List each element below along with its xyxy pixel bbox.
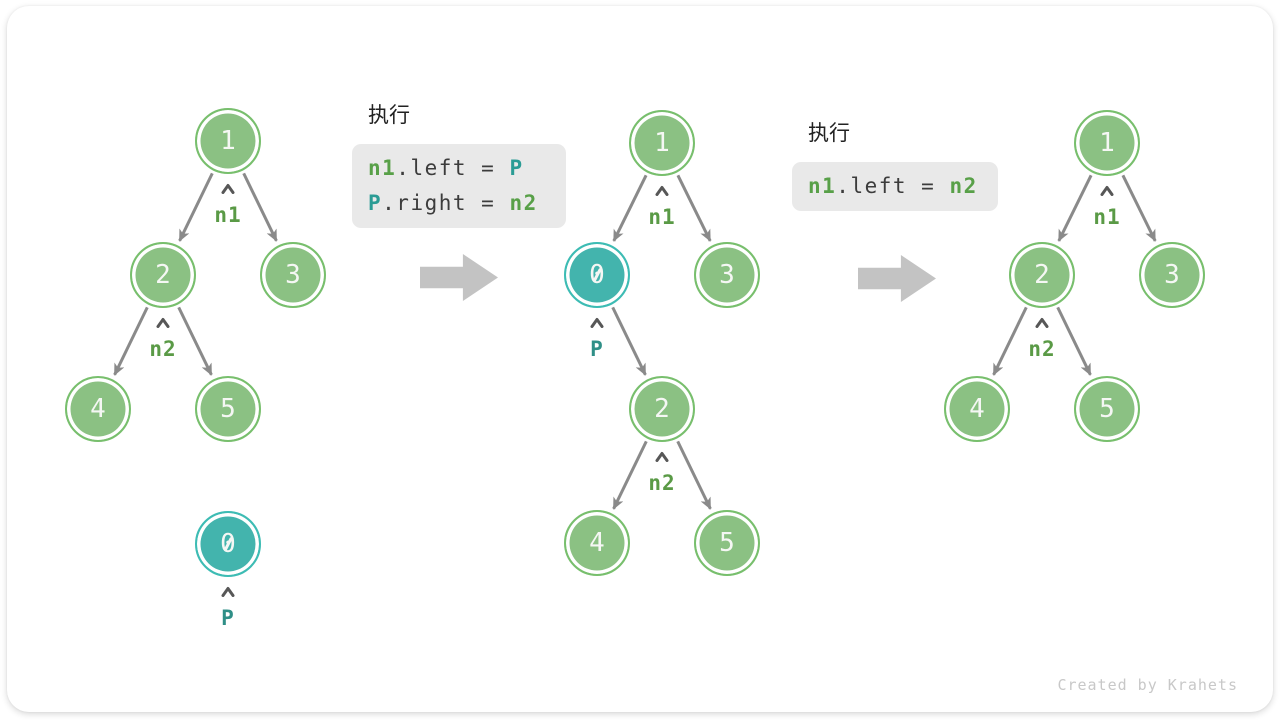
code-token: P [368,191,383,215]
tree-node-value: 1 [220,126,236,156]
code-block-remove: 执行 n1.left = n2 [792,117,998,211]
pointer-caret-icon [654,449,670,462]
code-token: .right = [382,191,510,215]
pointer-caret-icon [1099,183,1115,196]
pointer-label-n1: n1 [214,203,242,227]
execute-label: 执行 [808,122,850,145]
tree-node-4: 4 [65,376,131,442]
pointer-label-n1: n1 [1093,205,1121,229]
pointer-caret-icon [1034,315,1050,328]
code-token: n2 [509,191,538,215]
tree-node-value: 0 [220,529,236,559]
tree-node-value: 2 [654,394,670,424]
code-line: n1.left = n2 [808,169,982,204]
pointer-label-n2: n2 [648,471,676,495]
tree-node-1: 1 [1074,110,1140,176]
pointer-label-P: P [221,606,235,630]
pointer-label-P: P [590,337,604,361]
execute-label: 执行 [368,104,410,127]
pointer-caret-icon [155,315,171,328]
tree-node-value: 4 [969,394,985,424]
tree-node-value: 1 [1099,128,1115,158]
tree-node-value: 2 [1034,260,1050,290]
pointer-label-n2: n2 [1028,337,1056,361]
code-line: P.right = n2 [368,186,550,221]
tree-node-value: 4 [589,528,605,558]
tree-node-0: 0 [195,511,261,577]
tree-node-value: 2 [155,260,171,290]
tree-node-2: 2 [1009,242,1075,308]
tree-node-2: 2 [130,242,196,308]
tree-node-2: 2 [629,376,695,442]
tree-node-value: 5 [220,394,236,424]
tree-node-5: 5 [1074,376,1140,442]
pointer-caret-icon [220,584,236,597]
code-token: n2 [949,174,978,198]
pointer-label-n2: n2 [149,337,177,361]
tree-node-4: 4 [564,510,630,576]
tree-node-value: 1 [654,128,670,158]
code-token: n1 [368,156,397,180]
tree-node-1: 1 [195,108,261,174]
code-snippet-remove: n1.left = n2 [792,162,998,211]
tree-node-3: 3 [694,242,760,308]
tree-node-value: 3 [719,260,735,290]
tree-node-4: 4 [944,376,1010,442]
tree-node-3: 3 [260,242,326,308]
tree-node-1: 1 [629,110,695,176]
code-token: n1 [808,174,837,198]
tree-node-value: 5 [719,528,735,558]
tree-node-value: 4 [90,394,106,424]
tree-node-5: 5 [694,510,760,576]
tree-node-3: 3 [1139,242,1205,308]
code-token: .left = [396,156,510,180]
tree-node-0: 0 [564,242,630,308]
tree-node-value: 5 [1099,394,1115,424]
tree-node-value: 3 [285,260,301,290]
pointer-caret-icon [654,183,670,196]
tree-node-value: 3 [1164,260,1180,290]
tree-node-5: 5 [195,376,261,442]
pointer-caret-icon [220,181,236,194]
code-line: n1.left = P [368,151,550,186]
pointer-label-n1: n1 [648,205,676,229]
code-token: P [509,156,524,180]
code-token: .left = [836,174,950,198]
tree-node-value: 0 [589,260,605,290]
watermark: Created by Krahets [1057,676,1238,694]
pointer-caret-icon [589,315,605,328]
